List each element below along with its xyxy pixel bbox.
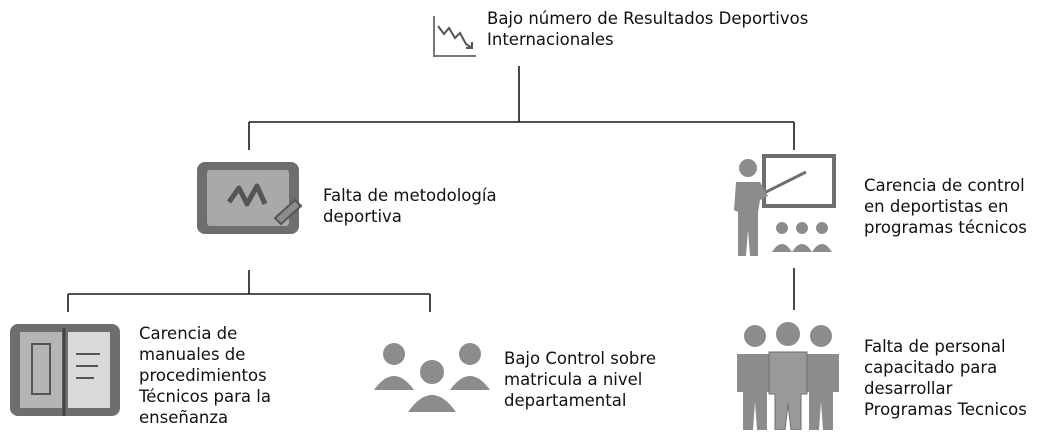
right-branch-label: Carencia de control en deportistas en pr… (864, 176, 1027, 237)
chalkboard-icon (197, 162, 303, 234)
declining-chart-icon (433, 16, 476, 57)
group-people-icon (374, 343, 490, 412)
manual-book-icon (10, 324, 120, 416)
teacher-presentation-icon (734, 154, 836, 256)
left-leaf-enrollment-label: Bajo Control sobre matricula a nivel dep… (504, 349, 656, 410)
right-leaf-personnel-label: Falta de personal capacitado para desarr… (864, 337, 1027, 419)
left-branch-label: Falta de metodología deportiva (323, 186, 497, 226)
left-leaf-manuals-label: Carencia de manuales de procedimientos T… (139, 324, 271, 427)
three-people-icon (737, 322, 839, 430)
root-label: Bajo número de Resultados Deportivos Int… (487, 9, 809, 49)
